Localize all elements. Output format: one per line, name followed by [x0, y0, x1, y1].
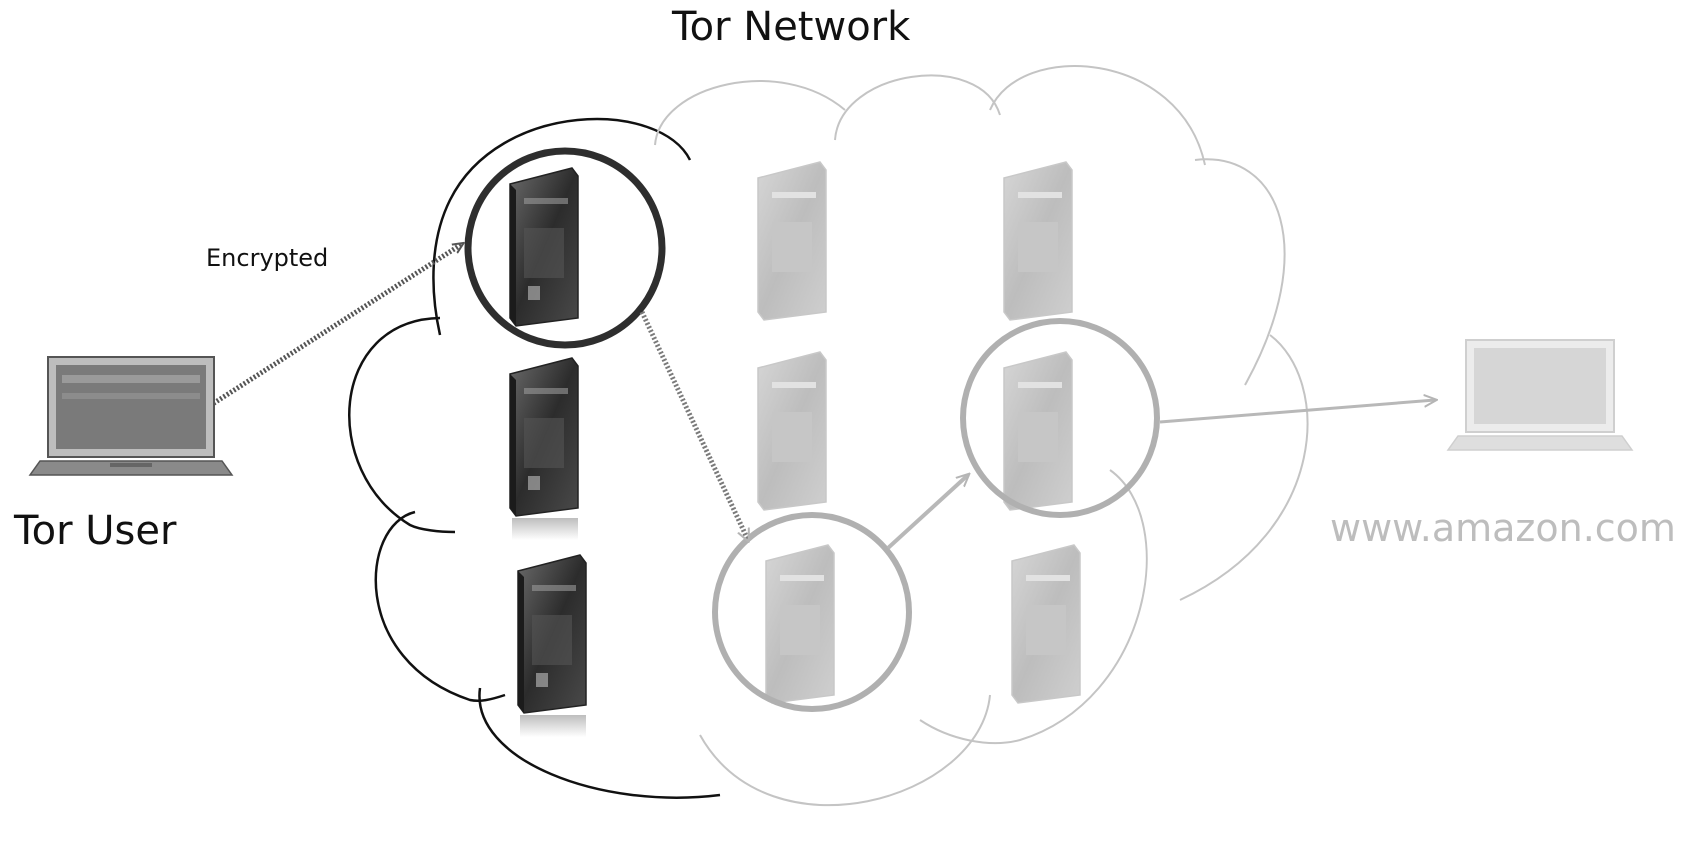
- entry-to-middle-arrow: [639, 310, 751, 540]
- laptop-icon: [28, 356, 234, 476]
- relay-server-icon: [509, 357, 579, 517]
- relay-server-icon: [517, 554, 587, 714]
- exit-relay-highlight: [960, 318, 1160, 518]
- cloud-arc-left-middle: [348, 316, 456, 534]
- cloud-arc-left-bottom: [478, 687, 721, 799]
- cloud-arc-right-1: [1194, 158, 1286, 386]
- middle-relay-highlight: [712, 512, 912, 712]
- destination-label: www.amazon.com: [1330, 506, 1676, 550]
- relay-server-reflection: [512, 518, 578, 540]
- middle-to-exit-arrow: [886, 475, 968, 550]
- relay-servers: [509, 161, 1081, 737]
- cloud-arc-bottom-2: [699, 694, 991, 807]
- cloud-arc-right-2: [1179, 334, 1309, 601]
- tor-network-cloud: [348, 64, 1309, 807]
- relay-server-icon: [765, 544, 835, 704]
- cloud-arc-top-1: [654, 80, 846, 146]
- encrypted-edge-label: Encrypted: [206, 244, 329, 272]
- cloud-arc-left-lower: [374, 510, 506, 703]
- relay-server-icon: [1011, 544, 1081, 704]
- relay-server-icon: [757, 351, 827, 511]
- entry-relay-highlight: [464, 147, 666, 349]
- exit-to-destination-arrow: [1159, 400, 1435, 424]
- relay-server-reflection: [520, 715, 586, 737]
- cloud-arc-bottom-1: [919, 469, 1148, 745]
- relay-server-icon: [1003, 351, 1073, 511]
- relay-server-icon: [1003, 161, 1073, 321]
- tor-user-label: Tor User: [14, 508, 177, 554]
- laptop-icon: [1446, 339, 1634, 451]
- relay-server-icon: [757, 161, 827, 321]
- cloud-arc-left-top: [432, 117, 692, 336]
- diagram-title: Tor Network: [672, 4, 911, 50]
- cloud-arc-top-2: [834, 74, 1001, 141]
- cloud-arc-top-3: [989, 64, 1206, 166]
- relay-server-icon: [509, 167, 579, 327]
